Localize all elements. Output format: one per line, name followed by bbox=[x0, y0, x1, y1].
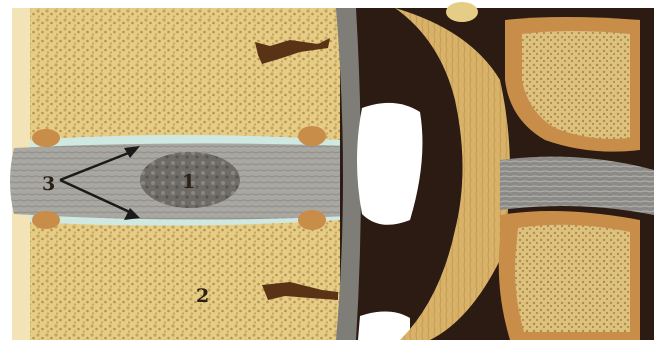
foramen-upper bbox=[357, 103, 422, 225]
lower-vertebral-body bbox=[30, 212, 340, 340]
label-vertebral-body: 2 bbox=[196, 285, 209, 307]
label-endplate-annulus: 3 bbox=[42, 173, 55, 195]
ring-apophysis-upper-right bbox=[298, 126, 326, 146]
upper-vertebral-body bbox=[30, 8, 340, 150]
label-nucleus: 1 bbox=[182, 171, 195, 193]
foramen-lower bbox=[358, 311, 410, 340]
ring-apophysis-upper-left bbox=[32, 129, 60, 147]
upper-facet-nub bbox=[446, 2, 478, 22]
lower-lamina bbox=[515, 225, 630, 332]
ring-apophysis-lower-right bbox=[298, 210, 326, 230]
ring-apophysis-lower-left bbox=[32, 211, 60, 229]
